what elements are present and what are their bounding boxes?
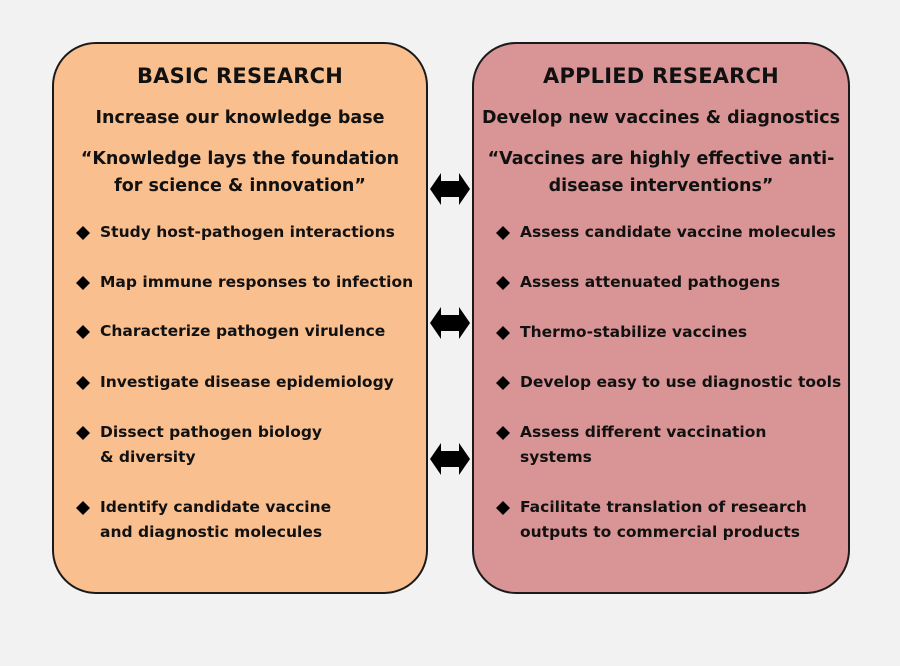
list-item: Assess different vaccination systems xyxy=(496,420,786,470)
list-item-text: Investigate disease epidemiology xyxy=(100,373,394,391)
applied-research-quote-line-2: disease interventions” xyxy=(548,176,774,196)
list-item-text: Facilitate translation of research outpu… xyxy=(520,498,807,541)
diamond-bullet-icon xyxy=(76,319,100,344)
list-item-text: Thermo-stabilize vaccines xyxy=(520,323,748,341)
basic-research-quote-line-2: for science & innovation” xyxy=(114,176,366,196)
list-item-text: Study host-pathogen interactions xyxy=(100,223,395,241)
list-item-text: Develop easy to use diagnostic tools xyxy=(520,373,842,391)
diamond-bullet-icon xyxy=(76,220,100,245)
list-item: Assess attenuated pathogens xyxy=(496,270,848,295)
diamond-bullet-icon xyxy=(496,220,520,245)
list-item: Dissect pathogen biology & diversity xyxy=(76,420,336,470)
list-item: Assess candidate vaccine molecules xyxy=(496,220,848,245)
list-item: Characterize pathogen virulence xyxy=(76,319,424,344)
list-item-text: Assess candidate vaccine molecules xyxy=(520,223,836,241)
diamond-bullet-icon xyxy=(496,320,520,345)
diamond-bullet-icon xyxy=(496,420,520,445)
list-item: Investigate disease epidemiology xyxy=(76,370,424,395)
diamond-bullet-icon xyxy=(76,270,100,295)
basic-research-panel: BASIC RESEARCH Increase our knowledge ba… xyxy=(52,42,428,594)
applied-research-quote: “Vaccines are highly effective anti- dis… xyxy=(482,146,840,200)
list-item-text: Map immune responses to infection xyxy=(100,273,414,291)
basic-research-quote: “Knowledge lays the foundation for scien… xyxy=(62,146,418,200)
list-item: Identify candidate vaccine and diagnosti… xyxy=(76,495,366,545)
applied-research-panel: APPLIED RESEARCH Develop new vaccines & … xyxy=(472,42,850,594)
basic-research-quote-line-1: “Knowledge lays the foundation xyxy=(80,149,400,169)
list-item: Map immune responses to infection xyxy=(76,270,424,295)
double-arrow-icon xyxy=(430,307,470,339)
list-item: Study host-pathogen interactions xyxy=(76,220,424,245)
basic-research-subtitle: Increase our knowledge base xyxy=(95,108,385,128)
list-item: Thermo-stabilize vaccines xyxy=(496,320,848,345)
applied-research-quote-line-1: “Vaccines are highly effective anti- xyxy=(487,149,835,169)
basic-research-title: BASIC RESEARCH xyxy=(136,64,344,88)
list-item-text: Characterize pathogen virulence xyxy=(100,322,386,340)
list-item-text: Assess different vaccination systems xyxy=(520,423,767,466)
diamond-bullet-icon xyxy=(496,495,520,520)
diamond-bullet-icon xyxy=(76,370,100,395)
list-item: Develop easy to use diagnostic tools xyxy=(496,370,848,395)
diamond-bullet-icon xyxy=(496,370,520,395)
diamond-bullet-icon xyxy=(76,495,100,520)
diamond-bullet-icon xyxy=(496,270,520,295)
applied-research-title: APPLIED RESEARCH xyxy=(543,64,779,88)
list-item: Facilitate translation of research outpu… xyxy=(496,495,816,545)
double-arrow-icon xyxy=(430,173,470,205)
list-item-text: Assess attenuated pathogens xyxy=(520,273,781,291)
applied-research-subtitle: Develop new vaccines & diagnostics xyxy=(482,108,840,128)
list-item-text: Dissect pathogen biology & diversity xyxy=(100,423,323,466)
list-item-text: Identify candidate vaccine and diagnosti… xyxy=(100,498,332,541)
double-arrow-icon xyxy=(430,443,470,475)
diamond-bullet-icon xyxy=(76,420,100,445)
